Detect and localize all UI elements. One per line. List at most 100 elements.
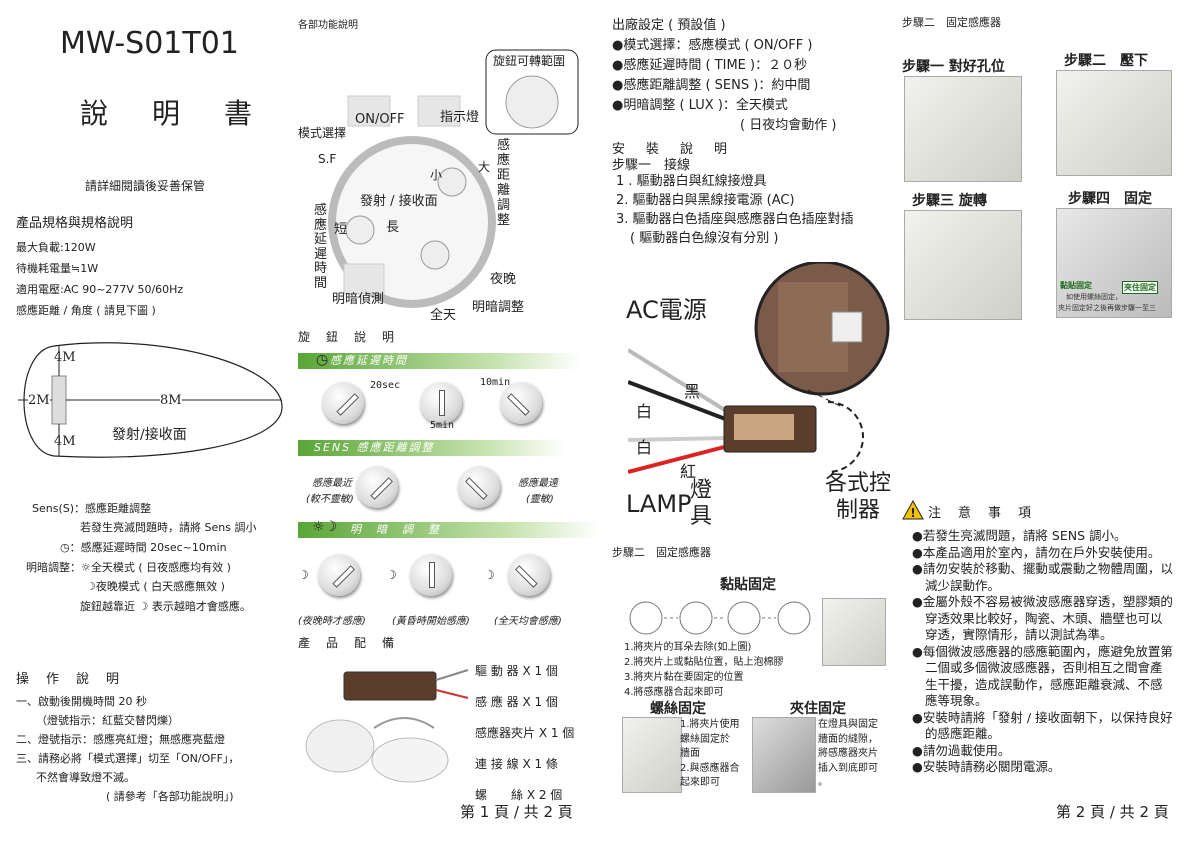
caution-item: ●每個微波感應器的感應範圍內，應避免放置第二個或多個微波感應器，否則相互之間會產… xyxy=(912,643,1173,709)
part-item: 感 應 器 X 1 個 xyxy=(475,695,558,709)
caution-item: ●安裝時請務必關閉電源。 xyxy=(912,759,1061,774)
clip-heading: 夾住固定 xyxy=(790,701,846,717)
sun-moon-icon: ☼☽ xyxy=(312,519,338,535)
moon-icon: ☽ xyxy=(484,568,495,582)
step1-heading: 步驟一 接線 xyxy=(612,158,691,173)
small-label: 小 xyxy=(430,168,443,182)
part-item: 螺 絲 X 2 個 xyxy=(475,788,563,802)
dist-adj-label: 感應距離調整 xyxy=(497,138,511,228)
caution-list: ●若發生亮滅問題，請將 SENS 調小。 ●本產品適用於室內，請勿在戶外安裝使用… xyxy=(912,528,1174,776)
adhesive-steps: 1.將夾片的耳朵去除(如上圖) 2.將夾片上或黏貼位置，貼上泡棉膠 3.將夾片黏… xyxy=(624,642,784,698)
moon-icon: ☽ xyxy=(298,568,309,582)
ac-power-label: AC電源 xyxy=(626,296,707,324)
caution-item: ●本產品適用於室內，請勿在戶外安裝使用。 xyxy=(912,544,1161,560)
caution-item: ●請勿過載使用。 xyxy=(912,742,1011,758)
delay-5min: 5min xyxy=(430,420,455,431)
diagram-top: 4M xyxy=(54,350,76,365)
parts-list: 驅 動 器 X 1 個 感 應 器 X 1 個 感應器夾片 X 1 個 連 接 … xyxy=(475,656,574,811)
light-note: 明暗調整：☼全天模式 ( 日夜感應均有效 ) xyxy=(26,561,231,574)
detection-range-diagram xyxy=(18,342,283,458)
screw-photo xyxy=(622,717,682,793)
light-knob-night xyxy=(318,554,360,596)
white-wire-label-2: 白 xyxy=(636,438,653,457)
wiring-list: 1 . 驅動器白與紅線接燈具 2. 驅動器白與黑線接電源 (AC) 3. 驅動器… xyxy=(616,174,854,246)
knob-range-label: 旋鈕可轉範圍 xyxy=(493,54,566,68)
moon-icon: ☽ xyxy=(386,568,397,582)
sens-bar: SENS 感應距離調整 xyxy=(298,440,564,456)
caution-item: ●安裝時請將「發射 / 接收面朝下，以保持良好的感應距離。 xyxy=(912,709,1173,742)
light-knob-dusk xyxy=(410,554,452,596)
diagram-left: 2M xyxy=(28,393,50,408)
diagram-label: 發射/接收面 xyxy=(112,427,187,443)
delay-label: 感應延遲時間 xyxy=(314,203,328,291)
adhesive-photo xyxy=(822,598,886,666)
long-label: 長 xyxy=(386,220,400,235)
sens-knob-near xyxy=(356,466,398,508)
knob-heading: 旋 鈕 說 明 xyxy=(298,330,397,344)
caution-item: ●請勿安裝於移動、擺動或震動之物體周圍，以減少誤動作。 xyxy=(912,561,1173,593)
mode-select-label: 模式選擇 xyxy=(298,126,347,140)
operation-list: 一、啟動後開機時間 20 秒 （燈號指示：紅藍交替閃爍） 二、燈號指示：感應亮紅… xyxy=(16,695,240,803)
sens-far-note: (靈敏) xyxy=(526,494,554,505)
page-number-2: 第 2 頁 / 共 2 頁 xyxy=(1056,803,1169,821)
light-dusk-caption: (黃昏時開始感應) xyxy=(392,616,470,627)
clock-icon: ◷ xyxy=(60,541,70,554)
delay-knob-min xyxy=(322,382,364,424)
light-detect-label: 明暗偵測 xyxy=(332,292,385,307)
mount-step3-title: 步驟三 旋轉 xyxy=(912,193,987,209)
parts-heading: 產 品 配 備 xyxy=(298,636,397,650)
black-wire-label: 黑 xyxy=(684,382,701,401)
light-bar: 明 暗 調 整 xyxy=(298,522,600,538)
controller-label: 各式控制器 xyxy=(824,471,891,523)
caution-heading: 注 意 事 項 xyxy=(928,506,1034,521)
tag-screw-note: 如使用螺絲固定， xyxy=(1066,293,1122,301)
sens-title: Sens(S)：感應距離調整 xyxy=(32,502,152,515)
moon-icon: ☽ xyxy=(138,600,149,613)
tag-screw-note-2: 夾片固定好之後再做步驟一至三 xyxy=(1058,304,1156,312)
mount-step2-photo xyxy=(1056,70,1172,176)
mount-step3-photo xyxy=(904,210,1022,320)
install-heading: 安 裝 說 明 xyxy=(612,142,732,157)
sf-label: S.F xyxy=(318,152,337,166)
light-allday-caption: (全天均會感應) xyxy=(494,616,562,627)
mount-step4-title: 步驟四 固定 xyxy=(1068,191,1152,207)
delay-knob-max xyxy=(500,382,542,424)
spec-heading: 產品規格與規格說明 xyxy=(16,216,134,231)
mount-step4-photo xyxy=(1056,208,1172,318)
diagram-right: 8M xyxy=(160,393,182,408)
diagram-bottom: 4M xyxy=(54,434,76,449)
delay-20sec: 20sec xyxy=(370,380,401,391)
clip-photo xyxy=(752,717,816,793)
part-item: 感應器夾片 X 1 個 xyxy=(475,726,575,740)
page-number-1: 第 1 頁 / 共 2 頁 xyxy=(460,803,573,821)
lamp-label-zh: 燈具 xyxy=(690,478,713,529)
sens-far: 感應最遠 xyxy=(518,478,558,489)
clip-steps: 在燈具與固定 牆面的縫隙， 將感應器夾片 插入到底即可 。 xyxy=(818,719,878,788)
step2-heading: 步驟二 固定感應器 xyxy=(612,546,711,559)
allday-label: 全天 xyxy=(430,308,457,323)
delay-10min: 10min xyxy=(480,377,511,388)
tag-adhesive: 黏貼固定 xyxy=(1060,281,1092,290)
light-adj-label: 明暗調整 xyxy=(472,300,525,315)
factory-settings: 出廠設定 ( 預設值 ) ●模式選擇：感應模式 ( ON/OFF ) ●感應延遲… xyxy=(612,18,837,133)
part-item: 連 接 線 X 1 條 xyxy=(475,757,558,771)
sun-icon: ☼ xyxy=(81,561,91,574)
white-wire-label: 白 xyxy=(636,402,653,421)
model-number: MW-S01T01 xyxy=(60,26,239,61)
spec-item: 適用電壓:AC 90~277V 50/60Hz xyxy=(16,283,184,296)
lamp-label: LAMP xyxy=(626,490,692,518)
moon-icon: ☽ xyxy=(86,580,96,593)
clock-icon: ◷ xyxy=(316,352,329,368)
part-item: 驅 動 器 X 1 個 xyxy=(475,664,558,678)
knob-note: 旋鈕越靠近 ☽ 表示越暗才會感應。 xyxy=(80,600,251,613)
short-label: 短 xyxy=(334,222,348,237)
indicator-label: 指示燈 xyxy=(440,110,480,125)
delay-knob-mid xyxy=(420,382,462,424)
red-wire-label: 紅 xyxy=(680,462,697,481)
night-note: ☽夜晚模式 ( 白天感應無效 ) xyxy=(86,580,225,593)
sens-near: 感應最近 xyxy=(312,478,352,489)
adhesive-steps-illustration xyxy=(629,601,811,635)
spec-item: 待機耗電量≒1W xyxy=(16,262,99,275)
sens-note: 若發生亮滅問題時，請將 Sens 調小 xyxy=(80,521,257,534)
big-label: 大 xyxy=(478,160,491,174)
